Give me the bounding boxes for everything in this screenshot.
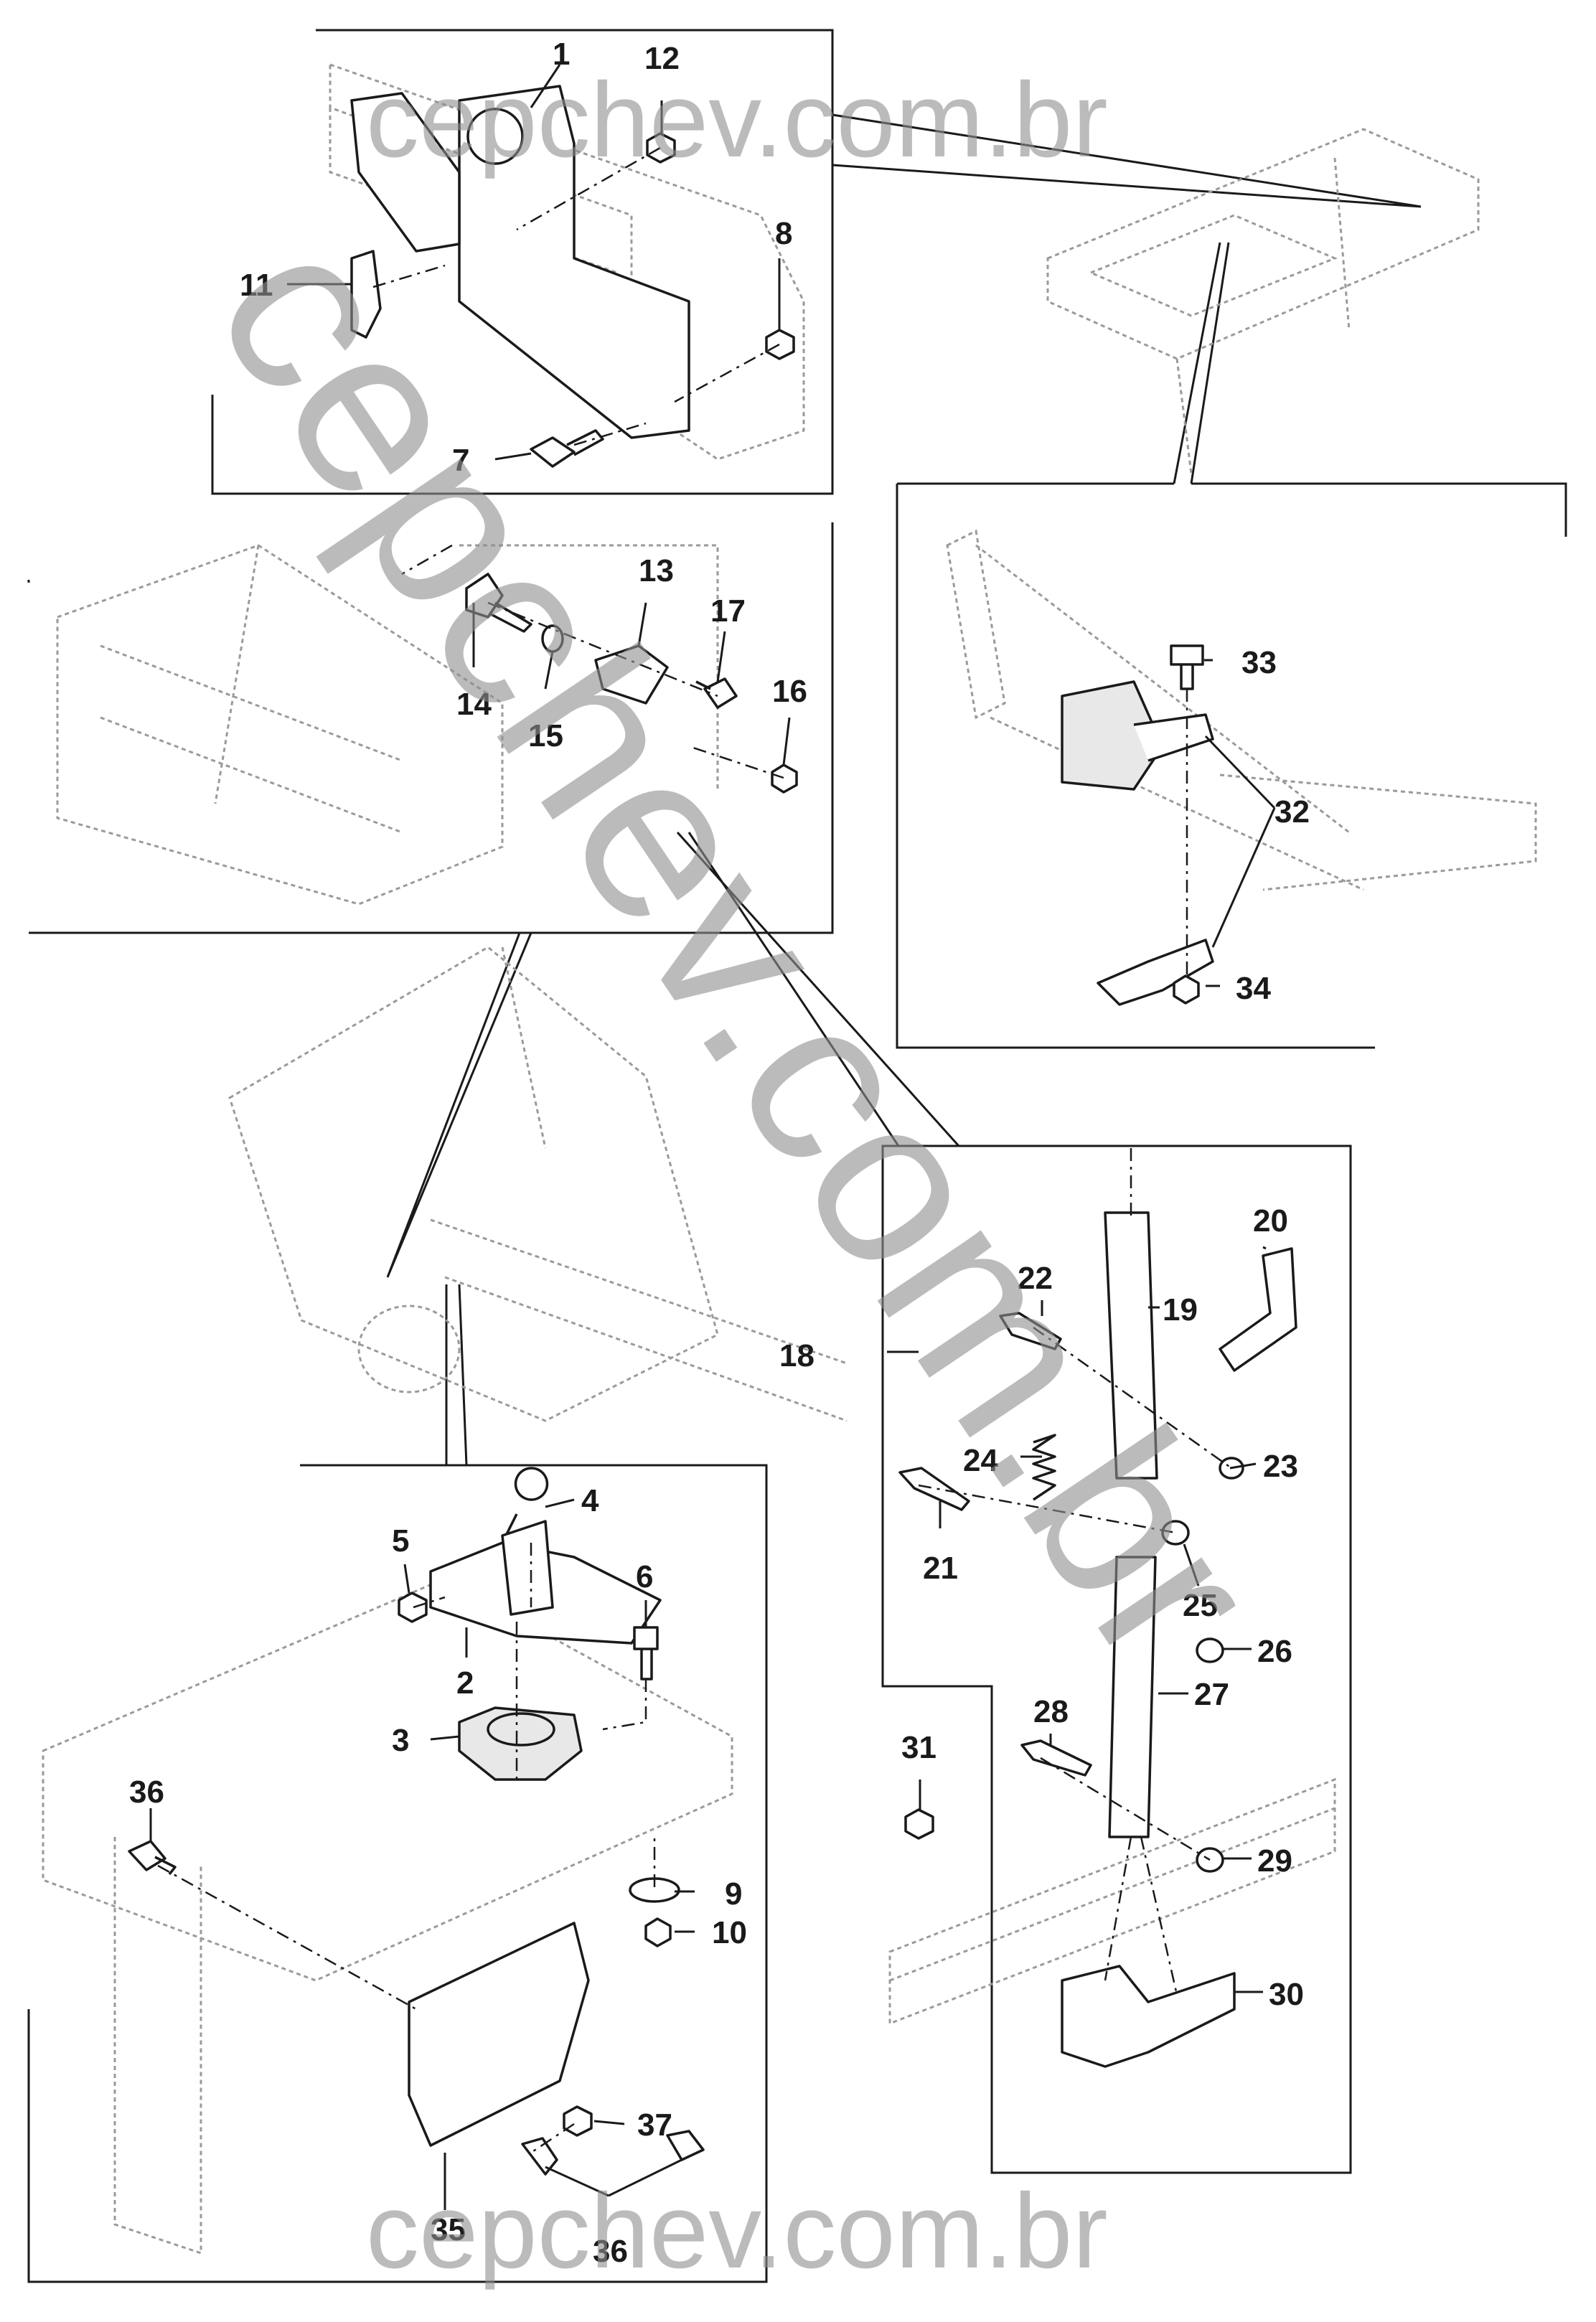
callout-36-top: 36 <box>129 1775 164 1810</box>
callout-13: 13 <box>639 553 674 588</box>
part-25-washer <box>1161 1520 1190 1546</box>
part-5-nut <box>398 1592 428 1623</box>
callout-10: 10 <box>712 1915 747 1950</box>
callout-21: 21 <box>923 1551 958 1586</box>
part-31-nut <box>904 1808 934 1840</box>
callout-23: 23 <box>1263 1449 1298 1484</box>
callout-2: 2 <box>456 1665 474 1701</box>
part-10-nut <box>644 1917 672 1947</box>
callout-20: 20 <box>1253 1203 1288 1238</box>
callout-3: 3 <box>392 1723 409 1758</box>
assembly-center-lines <box>157 146 1232 2154</box>
panel-right-bottom-frame <box>881 1144 1352 2174</box>
callout-labels: 1 12 8 11 7 13 14 15 17 16 33 32 34 20 2… <box>129 37 1310 2269</box>
callout-30: 30 <box>1269 1977 1304 2012</box>
callout-11: 11 <box>240 268 273 303</box>
part-35-mounting-plate <box>408 1922 590 2147</box>
panel-right-top-frame <box>896 482 1567 1049</box>
callout-7: 7 <box>452 443 469 478</box>
part-21-pin <box>898 1467 970 1511</box>
callout-35: 35 <box>431 2212 466 2247</box>
part-26-washer <box>1196 1637 1224 1663</box>
panel-middle-left-frame <box>27 522 834 934</box>
callout-32: 32 <box>1275 794 1310 829</box>
part-6-bolt <box>633 1626 659 1681</box>
callout-37: 37 <box>637 2107 672 2143</box>
callout-24: 24 <box>963 1443 998 1478</box>
callout-14: 14 <box>456 687 492 722</box>
part-34-nut <box>1173 974 1200 1005</box>
watermark-bottom: cepchev.com.br <box>366 2172 1108 2290</box>
part-28-pin <box>1020 1739 1092 1777</box>
part-11-clip <box>350 250 382 339</box>
part-27-lower-link <box>1108 1556 1157 1838</box>
callout-15: 15 <box>528 718 563 753</box>
callout-6: 6 <box>636 1559 653 1594</box>
callout-27: 27 <box>1194 1677 1229 1712</box>
connector-lines <box>386 113 1422 1466</box>
part-7-bolt <box>530 429 604 468</box>
part-17-bolt <box>695 677 738 709</box>
part-20-bracket <box>1219 1247 1297 1372</box>
panel-bottom-left-frame <box>27 1464 768 2283</box>
callout-17: 17 <box>710 593 746 629</box>
part-12-nut <box>646 132 676 164</box>
watermark-diagonal: cepchev.com.br <box>165 189 1311 1708</box>
callout-4: 4 <box>581 1483 599 1518</box>
callout-16: 16 <box>772 674 807 709</box>
part-8-nut <box>765 329 795 360</box>
part-19-link <box>1104 1211 1158 1480</box>
callout-1: 1 <box>553 37 570 72</box>
callout-19: 19 <box>1163 1292 1198 1327</box>
callout-31: 31 <box>901 1730 937 1765</box>
callout-28: 28 <box>1033 1694 1069 1729</box>
callout-9: 9 <box>725 1876 742 1912</box>
part-1-cab-mount-bracket <box>458 85 690 439</box>
callout-26: 26 <box>1257 1634 1292 1669</box>
callout-12: 12 <box>644 41 680 76</box>
panel-top-left-frame <box>211 29 834 495</box>
callout-33: 33 <box>1241 645 1277 680</box>
part-13-latch <box>594 644 669 705</box>
part-30-lower-bracket <box>1061 1965 1236 2068</box>
callout-5: 5 <box>392 1523 409 1559</box>
part-37-nut <box>563 2105 593 2137</box>
watermarks: cepchev.com.br cepchev.com.br cepchev.co… <box>165 61 1311 2290</box>
parts <box>128 85 1297 2176</box>
watermark-top: cepchev.com.br <box>366 61 1108 179</box>
callout-25: 25 <box>1183 1588 1218 1623</box>
callout-8: 8 <box>775 216 792 251</box>
callout-29: 29 <box>1257 1843 1292 1879</box>
callout-18: 18 <box>779 1338 815 1373</box>
panel-frames <box>27 29 1567 2283</box>
callout-22: 22 <box>1018 1261 1053 1296</box>
callout-leaders <box>149 64 1276 2210</box>
callout-36-bottom: 36 <box>593 2234 628 2269</box>
part-33-bolt <box>1170 644 1204 690</box>
callout-34: 34 <box>1236 971 1271 1006</box>
part-36-bolt <box>128 1840 177 1876</box>
part-32-bushing-clamp <box>1061 680 1164 791</box>
part-24-spring <box>1032 1434 1056 1501</box>
